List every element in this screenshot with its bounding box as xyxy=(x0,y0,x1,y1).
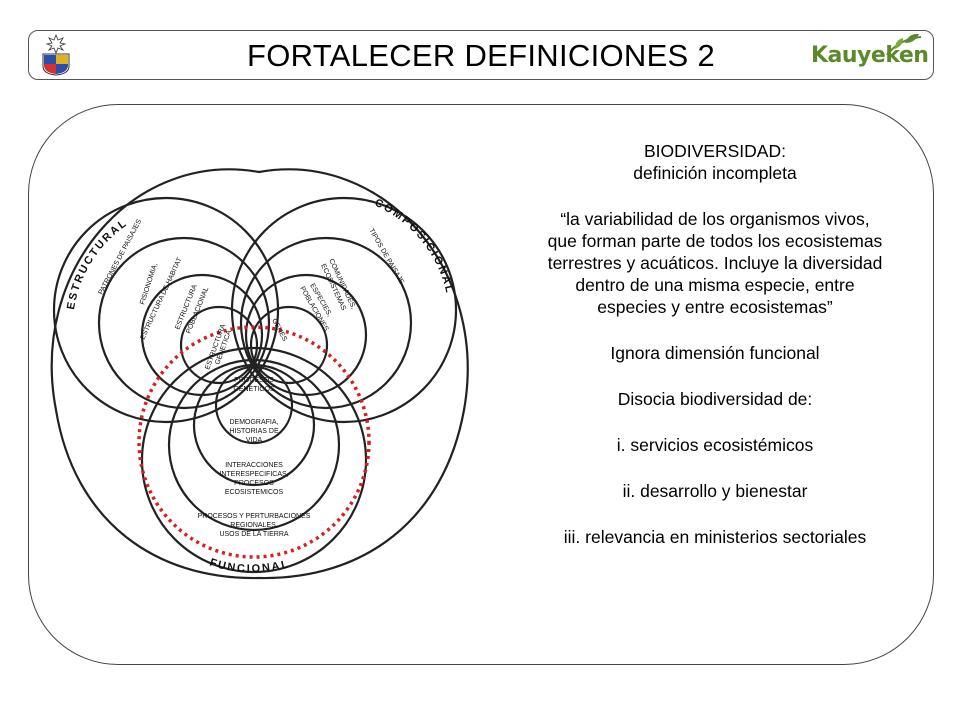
list-item: ii. desarrollo y bienestar xyxy=(622,481,808,501)
structural-circle-2 xyxy=(97,236,271,410)
logo-text: Kauyeken xyxy=(811,43,929,68)
list-item: iii. relevancia en ministerios sectorial… xyxy=(563,527,867,547)
label-demografia-3: VIDA xyxy=(246,437,263,444)
outer-boundary xyxy=(50,168,469,580)
quote-line: dentro de una misma especie, entre xyxy=(575,275,855,295)
label-demografia-1: DEMOGRAFIA, xyxy=(229,419,278,426)
quote-line: terrestres y acuáticos. Incluye la diver… xyxy=(547,253,883,273)
compositional-circle-4 xyxy=(249,305,329,385)
label-procesos-geneticos-1: PROCESOS xyxy=(234,377,274,384)
functional-circle-4 xyxy=(214,365,294,445)
label-interacciones-2: INTERESPECIFICAS, xyxy=(219,471,288,478)
structural-circle-1 xyxy=(52,196,280,424)
functional-circle-2 xyxy=(167,358,341,532)
label-funcional: FUNCIONAL xyxy=(208,557,291,576)
label-procesos-geneticos-2: GENETICOS xyxy=(233,386,275,393)
slide-header: FORTALECER DEFINICIONES 2 Kauyeken xyxy=(28,30,934,80)
quote-line: especies y entre ecosistemas” xyxy=(597,297,833,317)
content-frame xyxy=(28,104,934,665)
subheading: definición incompleta xyxy=(633,163,797,183)
university-crest-icon xyxy=(42,34,70,76)
label-interacciones-1: INTERACCIONES xyxy=(225,462,283,469)
heading: BIODIVERSIDAD: xyxy=(644,141,786,161)
label-interacciones-4: ECOSISTEMICOS xyxy=(225,489,284,496)
label-tipos-paisaje: TIPOS DE PAISAJE xyxy=(367,228,405,286)
label-perturbaciones-2: REGIONALES, xyxy=(230,522,278,529)
list-item: i. servicios ecosistémicos xyxy=(616,435,814,455)
compositional-circle-2 xyxy=(239,236,413,410)
point-dissociates: Disocia biodiversidad de: xyxy=(617,389,813,409)
quote-line: que forman parte de todos los ecosistema… xyxy=(547,231,883,251)
kauyeken-logo: Kauyeken xyxy=(807,33,929,77)
functional-circle-3 xyxy=(192,363,316,487)
biodiversity-diagram: ESTRUCTURAL COMPOSICIONAL FUNCIONAL PATR… xyxy=(50,168,469,580)
label-interacciones-3: PROCESOS xyxy=(234,480,274,487)
label-perturbaciones-3: USOS DE LA TIERRA xyxy=(219,531,288,538)
point-functional: Ignora dimensión funcional xyxy=(610,343,820,363)
slide-title: FORTALECER DEFINICIONES 2 xyxy=(247,38,715,73)
definition-text: BIODIVERSIDAD: definición incompleta “la… xyxy=(500,140,930,548)
label-fisionomia: FISIONOMIA, xyxy=(139,262,159,305)
quote-line: “la variabilidad de los organismos vivos… xyxy=(560,209,870,229)
label-demografia-2: HISTORIAS DE xyxy=(229,428,279,435)
leaf-icon xyxy=(886,33,922,56)
functional-circle-1 xyxy=(140,346,368,574)
structural-circle-4 xyxy=(179,305,259,385)
compositional-circle-1 xyxy=(230,196,458,424)
label-perturbaciones-1: PROCESOS Y PERTURBACIONES xyxy=(198,513,311,520)
highlight-dotted-circle xyxy=(137,325,371,559)
